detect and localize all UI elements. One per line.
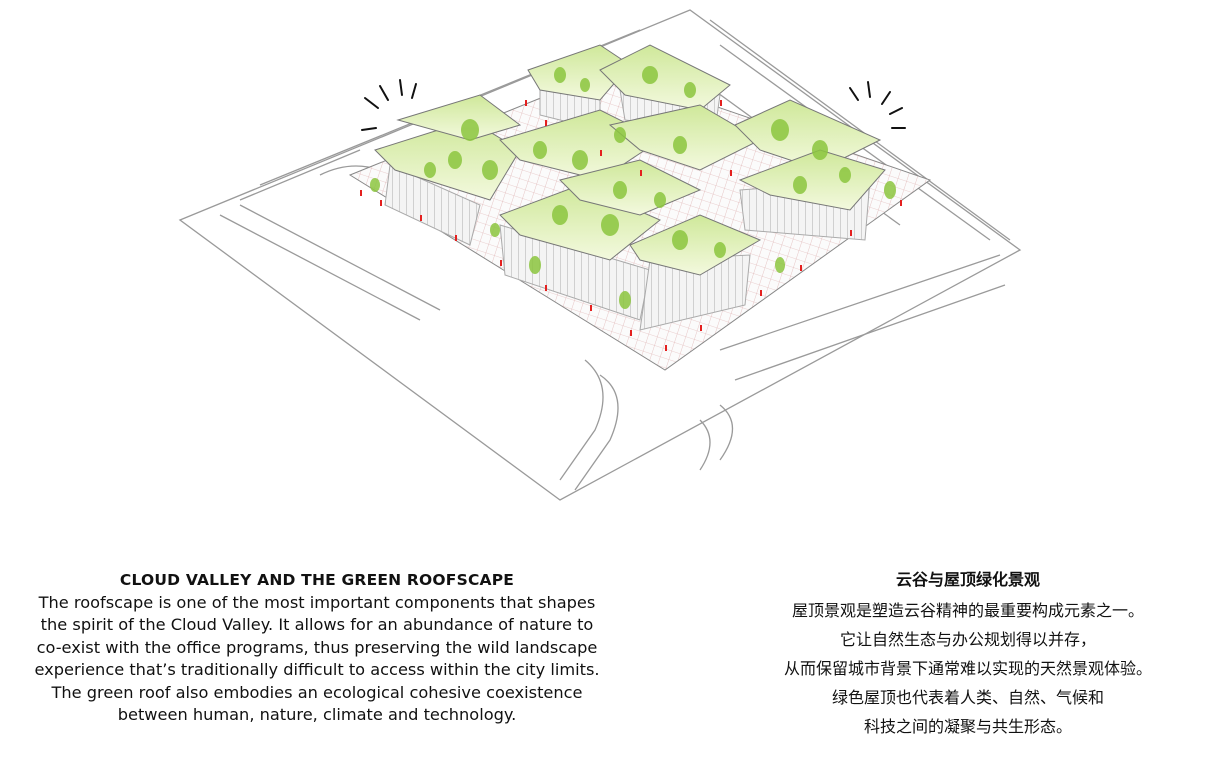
english-line: The green roof also embodies an ecologic… <box>51 682 583 702</box>
roof-south-east <box>629 214 762 276</box>
english-line: between human, nature, climate and techn… <box>117 705 517 725</box>
roof-east <box>734 99 882 171</box>
english-line: co-exist with the office programs, thus … <box>36 637 598 657</box>
chinese-title: 云谷与屋顶绿化景观 <box>895 570 1040 589</box>
english-line: the spirit of the Cloud Valley. It allow… <box>40 615 594 635</box>
roof-northwest <box>396 94 522 141</box>
chinese-line: 绿色屋顶也代表着人类、自然、气候和 <box>831 688 1104 707</box>
roof-east-low <box>738 149 886 211</box>
chinese-line: 屋顶景观是塑造云谷精神的最重要构成元素之一。 <box>791 601 1144 620</box>
roof-north-b <box>599 44 731 111</box>
people-markers <box>360 100 902 351</box>
roof-center-east <box>608 104 762 171</box>
english-body: The roofscape is one of the most importa… <box>10 592 624 726</box>
cloud-valley-axonometric-diagram <box>178 9 1022 501</box>
roof-trees <box>370 66 896 309</box>
english-title: CLOUD VALLEY AND THE GREEN ROOFSCAPE <box>119 571 515 589</box>
english-caption: CLOUD VALLEY AND THE GREEN ROOFSCAPE The… <box>10 568 624 726</box>
chinese-body: 屋顶景观是塑造云谷精神的最重要构成元素之一。 它让自然生态与办公规划得以并存， … <box>760 596 1176 741</box>
sparkle-marks <box>361 79 906 131</box>
english-line: The roofscape is one of the most importa… <box>38 593 596 612</box>
chinese-line: 从而保留城市背景下通常难以实现的天然景观体验。 <box>783 659 1152 678</box>
chinese-caption: 云谷与屋顶绿化景观 屋顶景观是塑造云谷精神的最重要构成元素之一。 它让自然生态与… <box>760 568 1176 741</box>
english-line: experience that’s traditionally difficul… <box>34 660 600 680</box>
chinese-line: 它让自然生态与办公规划得以并存， <box>839 630 1096 649</box>
chinese-line: 科技之间的凝聚与共生形态。 <box>863 717 1072 736</box>
